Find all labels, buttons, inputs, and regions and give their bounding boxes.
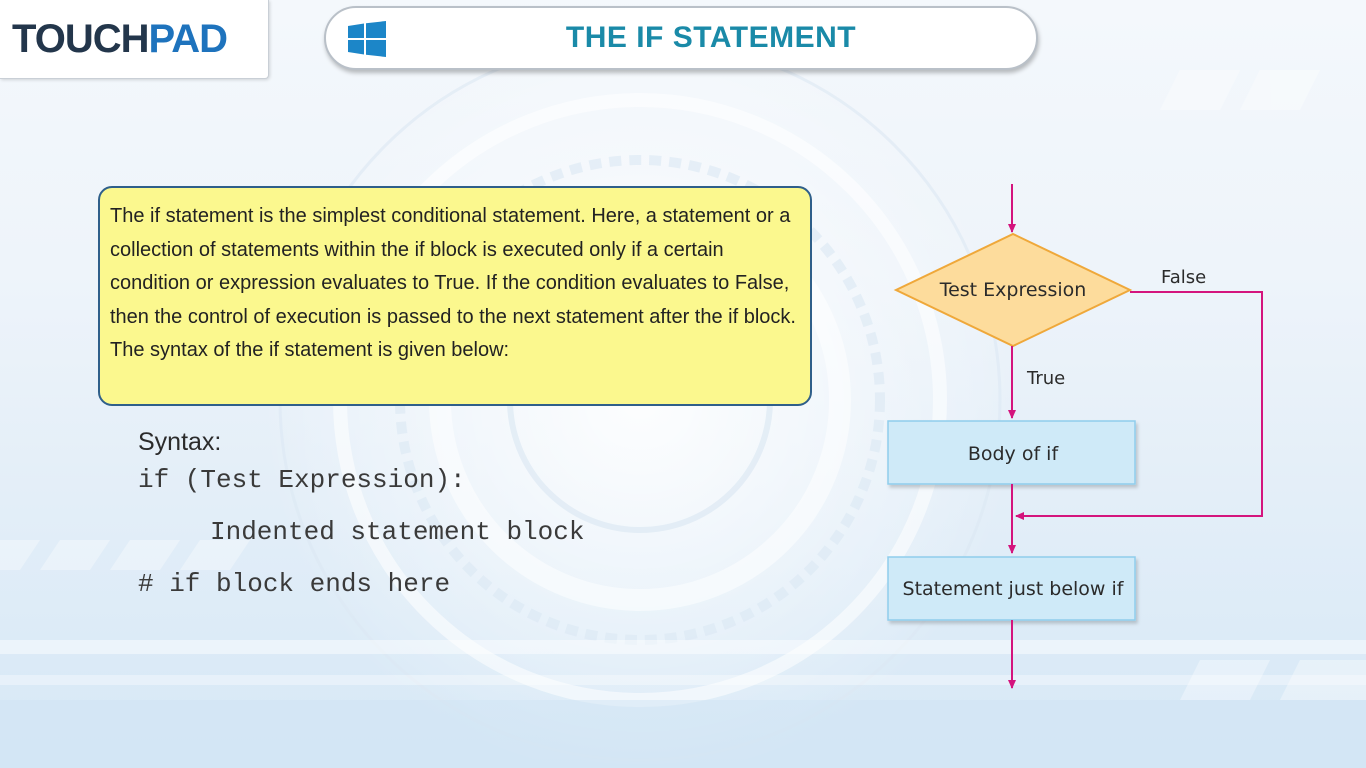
code-line-indented-block: Indented statement block — [210, 517, 585, 547]
decision-text: Test Expression — [939, 279, 1087, 301]
page-title: THE IF STATEMENT — [565, 21, 857, 54]
logo: TOUCHPAD — [0, 0, 269, 79]
logo-text-part1: TOUCH — [12, 17, 149, 61]
false-path — [1015, 291, 1263, 520]
body-of-if-text: Body of if — [968, 443, 1060, 465]
true-label: True — [1026, 368, 1065, 389]
code-line-if: if (Test Expression): — [138, 465, 466, 495]
next-statement-text: Statement just below if — [903, 578, 1125, 600]
title-bar: THE IF STATEMENT — [324, 6, 1038, 70]
body-of-if-box — [887, 420, 1136, 485]
description-text: The if statement is the simplest conditi… — [110, 205, 796, 361]
windows-icon — [348, 21, 386, 57]
false-label: False — [1161, 267, 1206, 288]
logo-text-part2: PAD — [148, 17, 227, 61]
logo-text: TOUCHPAD — [12, 16, 228, 62]
syntax-label: Syntax: — [138, 428, 222, 456]
code-line-comment: # if block ends here — [138, 569, 451, 599]
description-box: The if statement is the simplest conditi… — [98, 186, 812, 406]
